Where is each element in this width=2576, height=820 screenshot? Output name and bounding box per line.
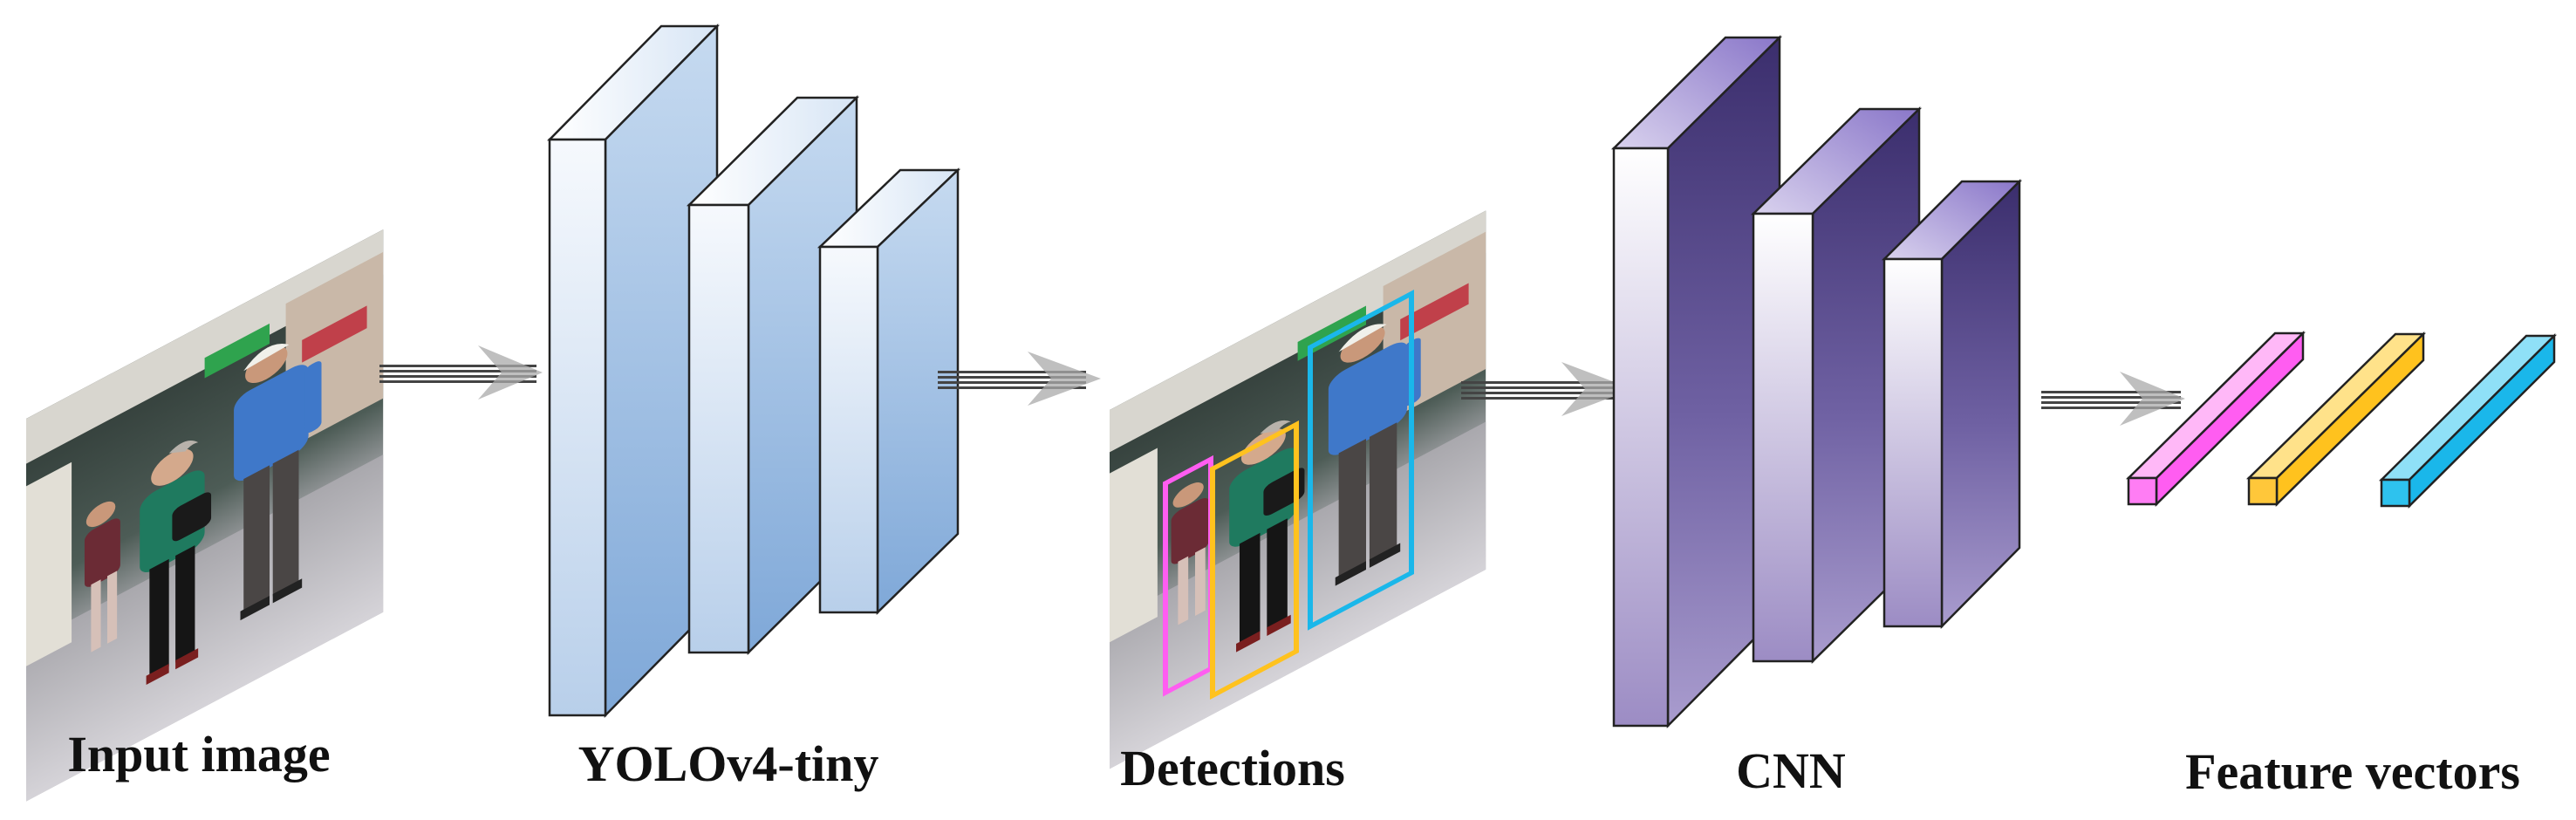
detection-box-3 [1308, 290, 1414, 631]
label-cnn: CNN [1736, 742, 1846, 799]
yolo-block-3 [817, 167, 961, 615]
feature-vector-3 [2378, 332, 2558, 509]
photo-icon [26, 229, 384, 802]
cnn-block-2 [1750, 106, 1923, 664]
cnn-block-3 [1881, 178, 2023, 630]
detection-box-2 [1210, 420, 1299, 700]
detections-image [1110, 210, 1486, 769]
photo-icon [1110, 210, 1486, 769]
feature-vector-1 [2125, 331, 2306, 507]
label-feature-vectors: Feature vectors [2185, 743, 2520, 800]
label-input-image: Input image [67, 726, 330, 782]
arrow-right-icon [938, 352, 1101, 406]
arrow-right-icon [379, 345, 543, 400]
label-detections: Detections [1120, 740, 1345, 796]
feature-vector-2 [2245, 331, 2427, 507]
label-yolo: YOLOv4-tiny [578, 735, 879, 792]
arrow-right-icon [1461, 362, 1633, 416]
cnn-block-1 [1610, 34, 1783, 729]
input-image [26, 229, 384, 802]
arrow-right-icon [2041, 372, 2185, 426]
